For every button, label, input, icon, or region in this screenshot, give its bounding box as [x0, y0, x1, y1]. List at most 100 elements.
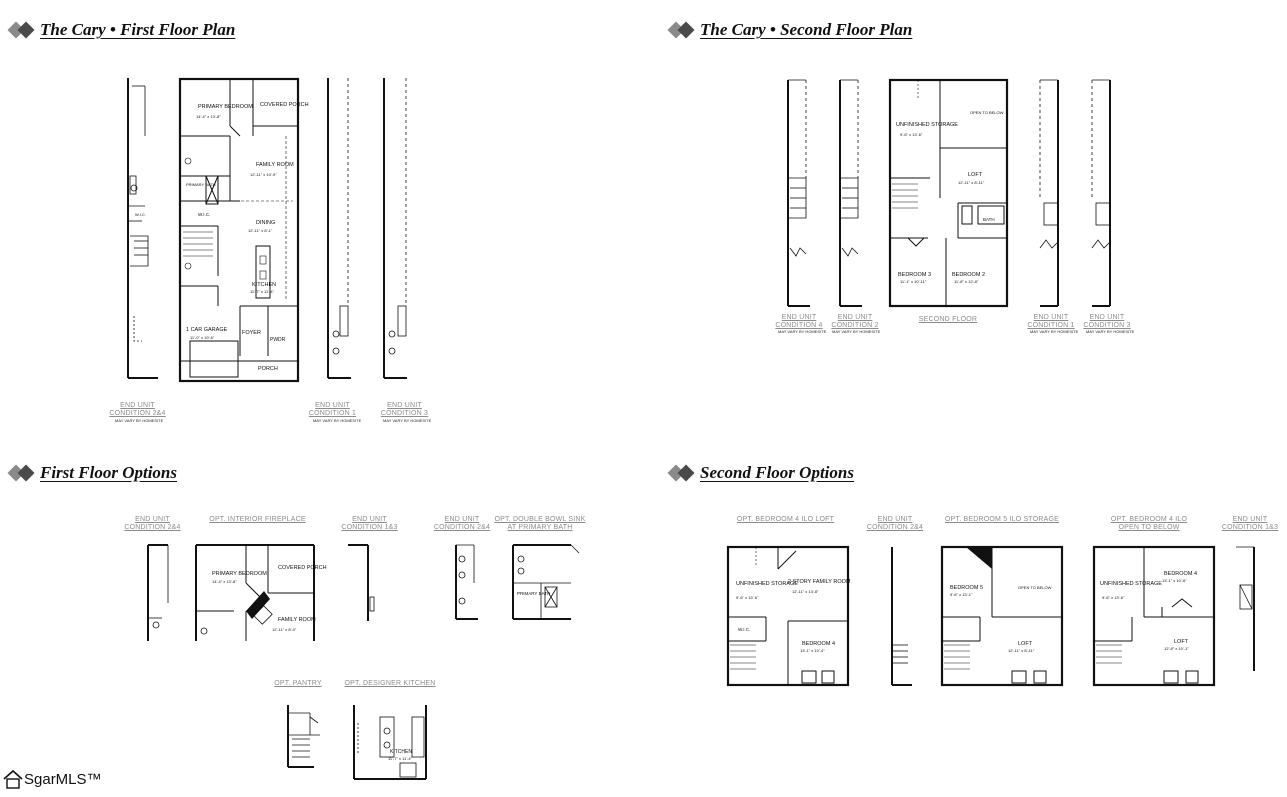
svg-text:11'-1" x 10'-11": 11'-1" x 10'-11" — [900, 279, 927, 284]
diamond-icon — [7, 463, 36, 483]
diamond-icon — [667, 20, 696, 40]
label-opt-interior-fireplace: OPT. INTERIOR FIREPLACE — [209, 516, 306, 523]
svg-text:12'-11" x 8'-0": 12'-11" x 8'-0" — [272, 627, 297, 632]
section-title: Second Floor Options — [700, 463, 854, 482]
opt-end-unit-1-3-drawing — [348, 544, 375, 621]
svg-text:KITCHEN: KITCHEN — [390, 749, 412, 755]
svg-text:UNFINISHED STORAGE: UNFINISHED STORAGE — [736, 581, 798, 587]
opt-interior-fireplace-drawing: PRIMARY BEDROOM 14'-4" x 13'-8" COVERED … — [195, 544, 327, 641]
svg-text:W.I.C.: W.I.C. — [198, 212, 210, 217]
opt-pantry-drawing — [287, 705, 320, 768]
svg-text:BEDROOM 4: BEDROOM 4 — [802, 641, 835, 647]
opt-bedroom4-open-below-drawing: UNFINISHED STORAGE 9'-6" x 13'-6" BEDROO… — [1092, 545, 1216, 687]
svg-text:11'-7" x 11'-4": 11'-7" x 11'-4" — [250, 289, 275, 294]
svg-text:1 CAR GARAGE: 1 CAR GARAGE — [186, 327, 228, 333]
svg-text:BEDROOM 2: BEDROOM 2 — [952, 272, 985, 278]
svg-text:PORCH: PORCH — [258, 366, 278, 372]
opt-end-unit-2-4b-drawing — [455, 544, 478, 620]
label-note: MAY VARY BY HOMESITE — [313, 418, 362, 423]
svg-text:KITCHEN: KITCHEN — [252, 282, 276, 288]
svg-text:PWDR: PWDR — [270, 337, 286, 343]
label-note: MAY VARY BY HOMESITE — [1086, 329, 1135, 334]
first-floor-plan: PRIMARY BEDROOM 14'-4" x 13'-8" COVERED … — [178, 77, 309, 383]
house-icon — [3, 769, 23, 789]
second-options-header: Second Floor Options — [667, 463, 854, 483]
label-second-floor: SECOND FLOOR — [918, 316, 978, 323]
room-primary-bedroom: PRIMARY BEDROOM — [198, 104, 253, 110]
svg-text:9'-6" x 13'-6": 9'-6" x 13'-6" — [736, 595, 759, 600]
label-opt-bedroom4-loft: OPT. BEDROOM 4 ILO LOFT — [736, 516, 835, 523]
svg-text:LOFT: LOFT — [1018, 641, 1033, 647]
first-floor-end-unit-2-4: W.I.C. — [127, 78, 158, 379]
first-floor-header: The Cary • First Floor Plan — [7, 20, 236, 40]
label-opt-bedroom5-storage: OPT. BEDROOM 5 ILO STORAGE — [945, 516, 1059, 523]
svg-text:12'-11" x 10'-9": 12'-11" x 10'-9" — [250, 172, 277, 177]
svg-text:11'-0" x 19'-6": 11'-0" x 19'-6" — [190, 335, 215, 340]
opt-bedroom4-loft-drawing: UNFINISHED STORAGE 9'-6" x 13'-6" 2 STOR… — [726, 545, 851, 687]
svg-text:COVERED PORCH: COVERED PORCH — [260, 102, 309, 108]
section-title: The Cary • First Floor Plan — [40, 20, 236, 39]
second-floor-plan: UNFINISHED STORAGE 9'-6" x 13'-6" OPEN T… — [888, 78, 1009, 308]
svg-text:13'-1" x 10'-4": 13'-1" x 10'-4" — [800, 648, 825, 653]
svg-text:12'-11" x 8'-11": 12'-11" x 8'-11" — [958, 180, 985, 185]
svg-text:2 STORY FAMILY ROOM: 2 STORY FAMILY ROOM — [788, 579, 851, 585]
svg-text:PRIMARY BATH: PRIMARY BATH — [186, 182, 216, 187]
section-title: The Cary • Second Floor Plan — [700, 20, 913, 39]
mls-watermark: SgarMLS™ — [2, 768, 102, 790]
second-floor-end-unit-2 — [839, 79, 862, 307]
section-title: First Floor Options — [40, 463, 177, 482]
svg-text:FAMILY ROOM: FAMILY ROOM — [278, 617, 316, 623]
svg-text:9'-6" x 13'-6": 9'-6" x 13'-6" — [1102, 595, 1125, 600]
svg-text:UNFINISHED STORAGE: UNFINISHED STORAGE — [1100, 581, 1162, 587]
svg-text:BEDROOM 5: BEDROOM 5 — [950, 585, 983, 591]
svg-text:9'-6" x 13'-6": 9'-6" x 13'-6" — [900, 132, 923, 137]
first-options-header: First Floor Options — [7, 463, 177, 483]
label-opt-pantry: OPT. PANTRY — [274, 680, 322, 687]
svg-text:9'-6" x 13'-1": 9'-6" x 13'-1" — [950, 592, 973, 597]
opt-end-unit-2-4-second-drawing — [891, 547, 912, 686]
diamond-icon — [667, 463, 696, 483]
label-opt-designer-kitchen: OPT. DESIGNER KITCHEN — [344, 680, 436, 687]
svg-text:12'-11" x 8'-11": 12'-11" x 8'-11" — [1008, 648, 1035, 653]
diamond-icon — [7, 20, 36, 40]
svg-text:LOFT: LOFT — [1174, 639, 1189, 645]
svg-text:COVERED PORCH: COVERED PORCH — [278, 565, 327, 571]
label-note: MAY VARY BY HOMESITE — [832, 329, 881, 334]
second-floor-end-unit-1 — [1039, 79, 1059, 307]
svg-text:OPEN TO BELOW: OPEN TO BELOW — [1018, 585, 1052, 590]
svg-text:FAMILY ROOM: FAMILY ROOM — [256, 162, 294, 168]
svg-text:14'-4" x 13'-8": 14'-4" x 13'-8" — [212, 579, 237, 584]
svg-text:13'-1" x 10'-6": 13'-1" x 10'-6" — [1162, 578, 1187, 583]
svg-text:LOFT: LOFT — [968, 172, 983, 178]
label-note: MAY VARY BY HOMESITE — [778, 329, 827, 334]
svg-text:11'-7" x 11'-4": 11'-7" x 11'-4" — [388, 756, 413, 761]
svg-text:BEDROOM 3: BEDROOM 3 — [898, 272, 931, 278]
svg-text:12'-8" x 10'-1": 12'-8" x 10'-1" — [1164, 646, 1189, 651]
first-floor-end-unit-1 — [327, 78, 351, 379]
second-floor-header: The Cary • Second Floor Plan — [667, 20, 913, 40]
svg-text:OPEN TO BELOW: OPEN TO BELOW — [970, 110, 1004, 115]
svg-text:14'-4" x 13'-8": 14'-4" x 13'-8" — [196, 114, 221, 119]
svg-text:12'-11" x 13'-8": 12'-11" x 13'-8" — [792, 589, 819, 594]
second-floor-end-unit-3 — [1091, 79, 1111, 307]
svg-text:PRIMARY BATH: PRIMARY BATH — [517, 591, 550, 596]
svg-text:W.I.C.: W.I.C. — [738, 627, 750, 632]
second-floor-end-unit-4 — [787, 79, 810, 307]
opt-end-unit-1-3-second-drawing — [1236, 546, 1255, 671]
svg-text:FOYER: FOYER — [242, 330, 261, 336]
svg-text:12'-11" x 8'-1": 12'-11" x 8'-1" — [248, 228, 273, 233]
label-note: MAY VARY BY HOMESITE — [1030, 329, 1079, 334]
label-note: MAY VARY BY HOMESITE — [115, 418, 164, 423]
first-floor-end-unit-3 — [383, 78, 407, 379]
svg-text:DINING: DINING — [256, 220, 275, 226]
